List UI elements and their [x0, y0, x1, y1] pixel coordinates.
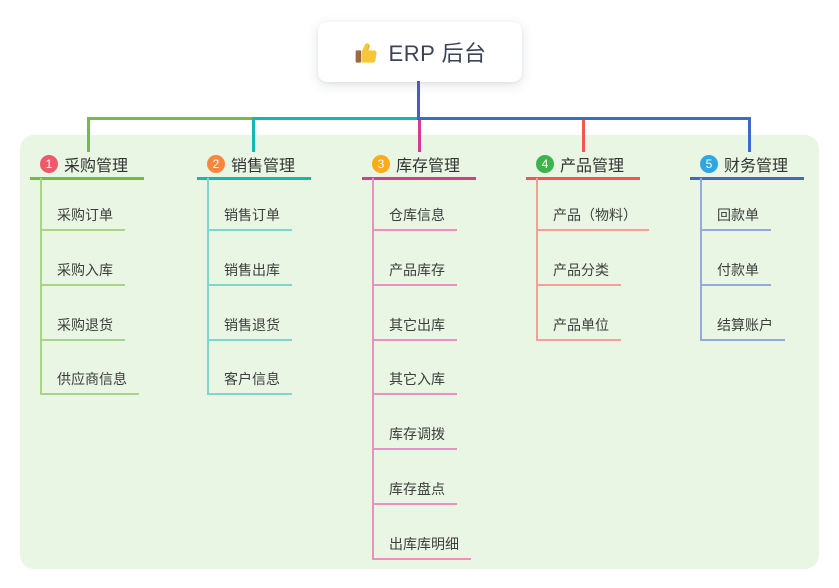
tree-node-inventory-management-5[interactable]: 库存调拨: [372, 424, 457, 451]
tree-node-sales-management-3[interactable]: 销售退货: [207, 315, 292, 341]
connector-segment-left-2: [251, 117, 420, 120]
tree-node-purchase-management-2[interactable]: 采购入库: [40, 260, 125, 286]
root-node[interactable]: ERP 后台: [318, 22, 522, 82]
root-title: ERP 后台: [388, 41, 487, 66]
branch-label-text: 采购管理: [64, 158, 129, 175]
child-connector-line-inventory-management: [372, 178, 374, 560]
branch-drop-line-sales-management: [251, 117, 255, 152]
tree-node-purchase-management-1[interactable]: 采购订单: [40, 205, 125, 231]
tree-node-finance-management-1[interactable]: 回款单: [700, 205, 771, 231]
thumbs-up-icon: [354, 39, 380, 65]
tree-node-product-management-2[interactable]: 产品分类: [536, 260, 621, 286]
branch-label-text: 财务管理: [724, 158, 789, 175]
child-connector-line-product-management: [536, 178, 538, 341]
connector-segment-left-1: [86, 117, 255, 120]
branch-number-badge: 5: [700, 155, 718, 173]
tree-node-product-management-1[interactable]: 产品（物料）: [536, 205, 649, 231]
branch-number-badge: 2: [207, 155, 225, 173]
connector-segment-right: [417, 117, 751, 120]
branch-label-inventory-management[interactable]: 3 库存管理: [362, 151, 477, 180]
branch-label-text: 产品管理: [560, 158, 625, 175]
tree-node-finance-management-3[interactable]: 结算账户: [700, 315, 785, 341]
branch-label-sales-management[interactable]: 2 销售管理: [197, 151, 312, 180]
branch-label-text: 销售管理: [231, 158, 296, 175]
tree-node-inventory-management-7[interactable]: 出库库明细: [372, 534, 471, 560]
branch-drop-line-inventory-management: [417, 117, 421, 152]
tree-node-inventory-management-4[interactable]: 其它入库: [372, 369, 457, 396]
tree-node-purchase-management-4[interactable]: 供应商信息: [40, 369, 139, 396]
tree-node-finance-management-2[interactable]: 付款单: [700, 260, 771, 286]
tree-node-purchase-management-3[interactable]: 采购退货: [40, 315, 125, 341]
tree-node-inventory-management-6[interactable]: 库存盘点: [372, 479, 457, 505]
tree-node-product-management-3[interactable]: 产品单位: [536, 315, 621, 341]
tree-node-sales-management-2[interactable]: 销售出库: [207, 260, 292, 286]
child-connector-line-sales-management: [207, 178, 209, 396]
branch-drop-line-product-management: [581, 117, 585, 152]
tree-node-sales-management-1[interactable]: 销售订单: [207, 205, 292, 231]
branch-number-badge: 1: [40, 155, 58, 173]
branch-label-text: 库存管理: [396, 158, 461, 175]
branch-drop-line-purchase-management: [86, 117, 90, 152]
root-connector-line: [417, 81, 420, 120]
branch-drop-line-finance-management: [747, 117, 751, 152]
background-panel: [20, 135, 819, 569]
branch-number-badge: 3: [372, 155, 390, 173]
tree-node-sales-management-4[interactable]: 客户信息: [207, 369, 292, 396]
tree-node-inventory-management-1[interactable]: 仓库信息: [372, 205, 457, 231]
branch-number-badge: 4: [536, 155, 554, 173]
branch-label-purchase-management[interactable]: 1 采购管理: [30, 151, 145, 180]
tree-node-inventory-management-3[interactable]: 其它出库: [372, 315, 457, 341]
tree-node-inventory-management-2[interactable]: 产品库存: [372, 260, 457, 286]
child-connector-line-purchase-management: [40, 178, 42, 396]
child-connector-line-finance-management: [700, 178, 702, 341]
branch-label-finance-management[interactable]: 5 财务管理: [690, 151, 805, 180]
branch-label-product-management[interactable]: 4 产品管理: [526, 151, 641, 180]
